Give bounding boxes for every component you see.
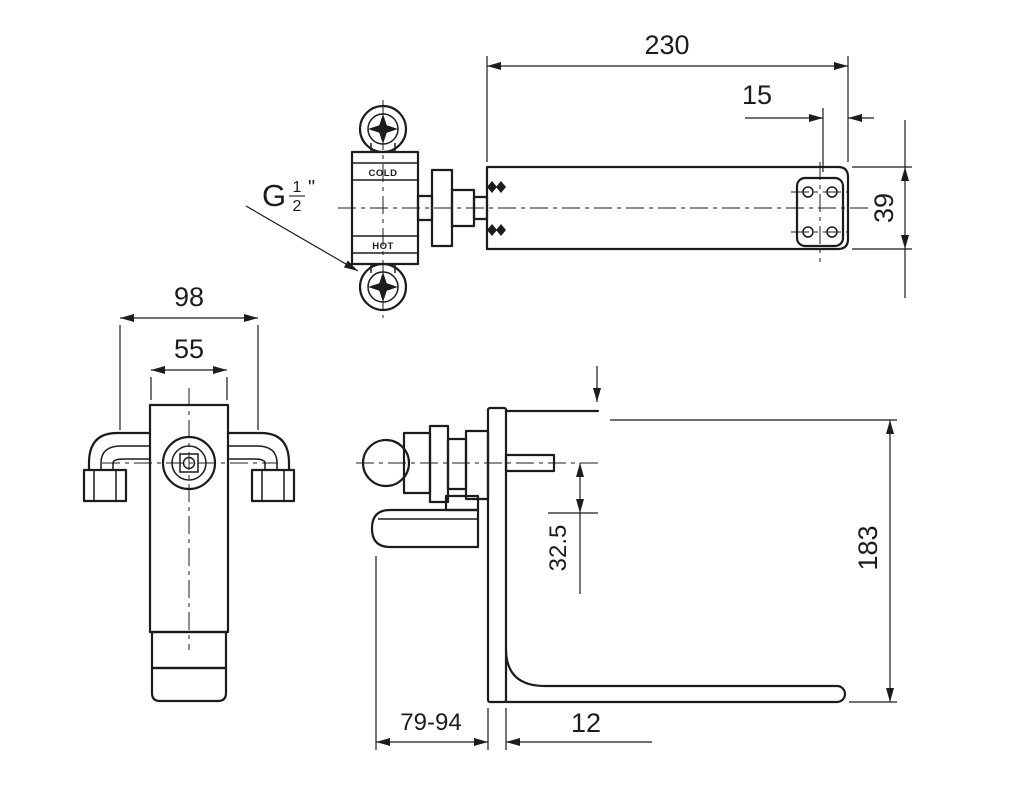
valve-body-top: COLD HOT [350,143,420,273]
fastener-mark [487,181,497,193]
dimension-12: 12 [505,708,652,750]
dim-79-94-label: 79-94 [400,709,461,736]
dimension-32-5: 32.5 [545,463,598,594]
dim-12-label: 12 [571,708,601,738]
dim-230-label: 230 [644,30,689,60]
dimension-15: 15 [742,80,874,172]
dimension-39: 39 [852,120,912,298]
inlet-stub [504,453,556,473]
dimension-183: 183 [610,419,897,703]
fastener-mark [487,224,497,236]
dimension-79-94: 79-94 [375,556,489,750]
right-elbow-fitting [226,431,296,503]
dimension-230: 230 [486,30,849,162]
thread-g: G [262,178,286,213]
spout-arm-side [504,647,847,704]
spout-top [485,162,850,262]
hot-inlet-port [358,262,408,312]
front-view: 98 55 [82,282,296,703]
dim-39-label: 39 [869,193,899,223]
dim-15-label: 15 [742,80,772,110]
dim-98-label: 98 [174,282,204,312]
cartridge-face [161,435,217,491]
mounting-plate [791,162,849,262]
dimension-55: 55 [150,334,228,400]
handle-side [370,494,480,549]
thread-denominator: 2 [293,198,302,215]
wall-plate [486,406,508,704]
connector-pipe [416,168,489,248]
side-view: 183 32.5 79-94 12 [356,366,897,750]
thread-numerator: 1 [293,179,302,196]
thread-inch-mark: " [308,177,315,199]
left-elbow-fitting [82,431,152,503]
dimension-98: 98 [119,282,259,430]
fastener-mark [496,181,506,193]
handle-front [150,630,228,703]
hot-label: HOT [372,241,394,252]
valve-body-side [361,424,490,504]
cold-label: COLD [369,168,398,179]
thread-leader-line [245,205,359,272]
thread-callout: G 1 2 " [245,177,359,272]
dim-183-label: 183 [853,525,883,570]
dim-55-label: 55 [174,334,204,364]
dim-32-5-label: 32.5 [545,525,572,572]
top-view: COLD HOT [245,30,912,318]
fastener-mark [496,224,506,236]
